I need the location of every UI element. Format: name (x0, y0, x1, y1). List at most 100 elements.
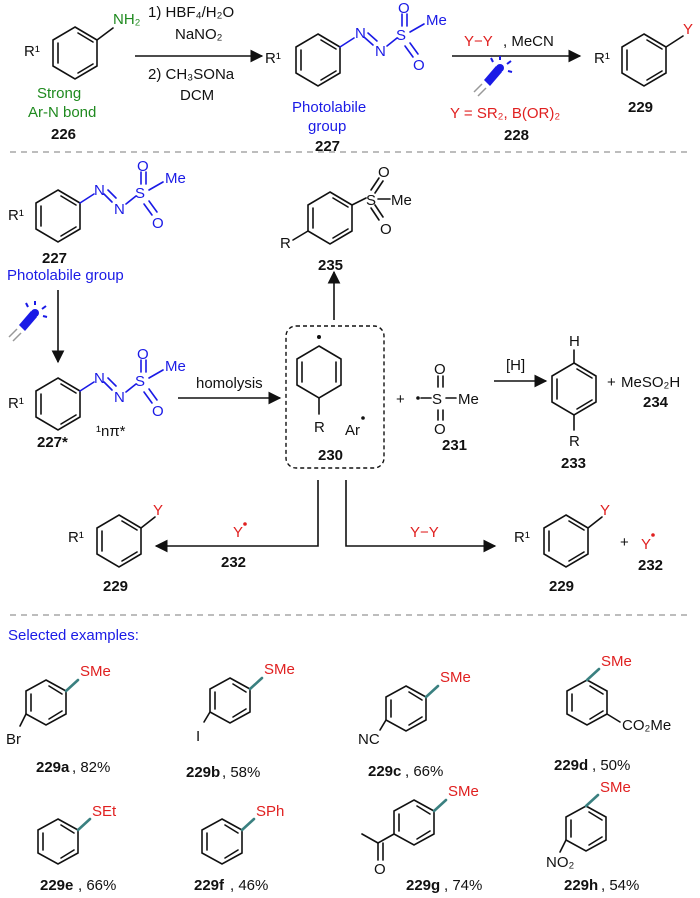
r-label: R (569, 433, 580, 450)
substituent-label: SMe (440, 669, 471, 686)
light-bulb-icon (8, 300, 48, 342)
strong-bond-label-2: Ar-N bond (28, 104, 96, 121)
o-label: O (380, 221, 392, 238)
substituent-label: SMe (448, 783, 479, 800)
n-label: N (114, 389, 125, 406)
aryl-radical-230: R Ar 230 (285, 325, 385, 469)
compound-227: R¹ N N S O O Me Photolabile group 227 (265, 0, 447, 155)
arrow-homolysis: homolysis (178, 375, 282, 405)
example-229h: SMe NO₂ 229h , 54% (546, 779, 639, 894)
o-label: O (434, 361, 446, 378)
arene-233: H R 233 (551, 333, 597, 472)
label-229: 229 (628, 99, 653, 116)
photolabile-label-1: Photolabile (292, 99, 366, 116)
example-229g: SMe O 229g , 74% (361, 783, 482, 894)
r1-label: R¹ (514, 529, 530, 546)
o-label: O (378, 164, 390, 181)
example-229f: SPh 229f , 46% (194, 803, 284, 894)
yield-label: , 74% (444, 877, 482, 894)
r1-label: R¹ (265, 50, 281, 67)
label-228: 228 (504, 127, 529, 144)
r-label: R (314, 419, 325, 436)
me-label: Me (165, 170, 186, 187)
y-label: Y (153, 502, 163, 519)
r1-label: R¹ (8, 207, 24, 224)
other-substituent: NO₂ (546, 854, 575, 871)
n-label: N (94, 182, 105, 199)
examples-heading: Selected examples: (8, 627, 139, 644)
example-229a: SMe Br 229a , 82% (6, 663, 111, 776)
step1b-text: NaNO₂ (175, 26, 223, 43)
label-232: 232 (221, 554, 246, 571)
n-label: N (375, 43, 386, 60)
y-y-label: Y−Y (410, 524, 439, 541)
s-label: S (135, 185, 145, 202)
compound-id: 229b (186, 764, 220, 781)
s-label: S (135, 373, 145, 390)
substituent-label: SMe (601, 653, 632, 670)
arrow-step1: 1) HBF₄/H₂O NaNO₂ 2) CH₃SONa DCM (135, 4, 264, 104)
substituent-label: SMe (600, 779, 631, 796)
photolabile-label-2: group (308, 118, 346, 135)
other-substituent: Br (6, 731, 21, 748)
compound-id: 229h (564, 877, 598, 894)
strong-bond-label-1: Strong (37, 85, 81, 102)
label-234: 234 (643, 394, 669, 411)
compound-id: 229c (368, 763, 401, 780)
radical-pathway-left: Y 232 R¹ Y 229 (68, 480, 319, 595)
substituent-label: SEt (92, 803, 117, 820)
nh2-label: NH₂ (113, 11, 141, 28)
label-230: 230 (318, 447, 343, 464)
s-label: S (432, 391, 442, 408)
yield-label: , 66% (405, 763, 443, 780)
compound-id: 229e (40, 877, 73, 894)
compound-id: 229a (36, 759, 70, 776)
meso2h-label: MeSO₂H (621, 374, 680, 391)
o-label: O (398, 0, 410, 17)
o-label: O (137, 346, 149, 363)
yield-label: , 46% (230, 877, 268, 894)
compound-id: 229d (554, 757, 588, 774)
other-substituent: NC (358, 731, 380, 748)
example-229e: SEt 229e , 66% (37, 803, 117, 894)
r1-label: R¹ (24, 43, 40, 60)
compound-229-top: R¹ Y 229 (594, 21, 693, 116)
y-definition: Y = SR₂, B(OR)₂ (450, 105, 560, 122)
n-label: N (114, 201, 125, 218)
substituent-label: SMe (80, 663, 111, 680)
r-label: R (280, 235, 291, 252)
me-label: Me (391, 192, 412, 209)
step2-text: 2) CH₃SONa (148, 66, 235, 83)
compound-id: 229f (194, 877, 225, 894)
excited-state-label: ¹nπ* (96, 423, 126, 440)
me-label: Me (426, 12, 447, 29)
label-227: 227 (315, 138, 340, 155)
solvent-text: , MeCN (503, 33, 554, 50)
step1-text: 1) HBF₄/H₂O (148, 4, 234, 21)
yield-label: , 54% (601, 877, 639, 894)
light-bulb-icon (473, 55, 513, 97)
yield-label: , 82% (72, 759, 110, 776)
sulfonyl-radical-231: S O O Me 231 (416, 361, 479, 454)
o-label: O (413, 57, 425, 74)
step2b-text: DCM (180, 87, 214, 104)
substituent-label: SPh (256, 803, 284, 820)
plus-sign: + (607, 374, 616, 391)
label-226: 226 (51, 126, 76, 143)
other-substituent: I (196, 728, 200, 745)
plus-sign: + (396, 391, 405, 408)
label-233: 233 (561, 455, 586, 472)
label-227: 227 (42, 250, 67, 267)
compound-226: NH₂ R¹ Strong Ar-N bond 226 (24, 11, 141, 143)
arrow-step2: Y−Y , MeCN Y = SR₂, B(OR)₂ 228 (450, 33, 582, 144)
yy-reagent: Y−Y (464, 33, 493, 50)
s-label: S (366, 192, 376, 209)
other-substituent: O (374, 861, 386, 878)
chain-pathway-right: Y−Y R¹ Y 229 + Y 232 (345, 480, 663, 595)
compound-227-mech: R¹ N N S O O Me 227 Photolabile group (7, 158, 186, 284)
label-231: 231 (442, 437, 467, 454)
plus-sign: + (620, 534, 629, 551)
o-label: O (137, 158, 149, 175)
other-substituent: CO₂Me (622, 717, 671, 734)
